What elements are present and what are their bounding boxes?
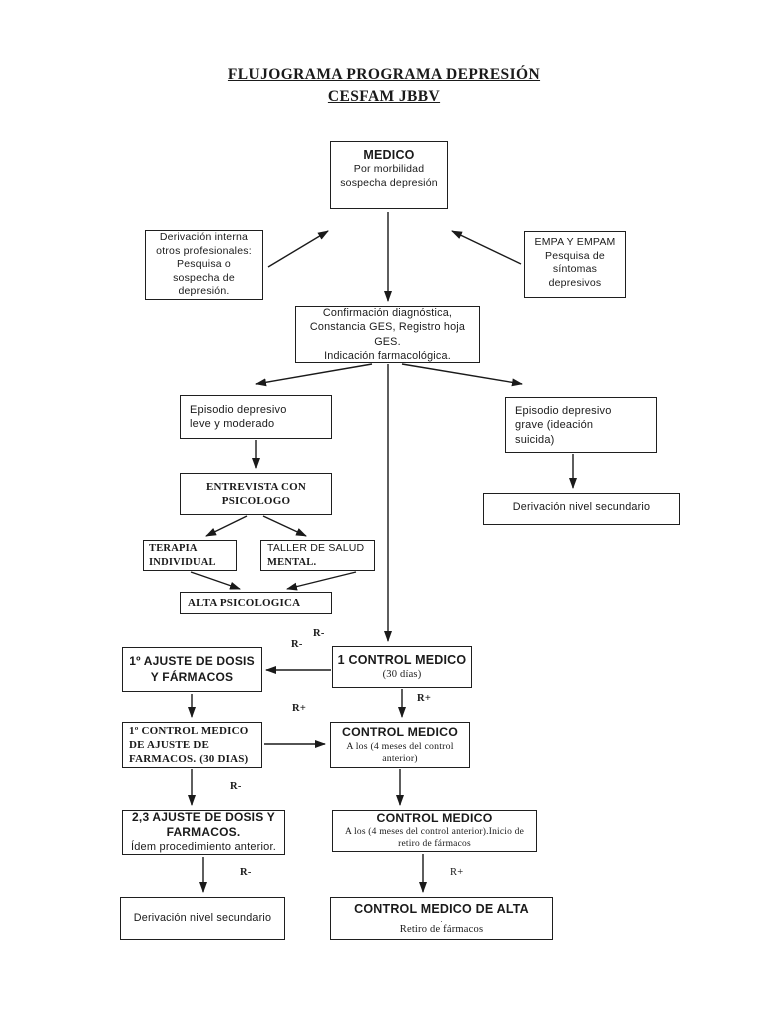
edge-label-r-plus-bottom: R+ bbox=[450, 867, 464, 878]
node-control-medico-retiro: CONTROL MEDICO A los (4 meses del contro… bbox=[332, 810, 537, 852]
node-control-alta-title: CONTROL MEDICO DE ALTA bbox=[354, 902, 529, 916]
node-episodio-leve-body: Episodio depresivo leve y moderado bbox=[190, 403, 287, 430]
node-control-ajuste-farmacos: 1º CONTROL MEDICO DE AJUSTE DE FARMACOS.… bbox=[122, 722, 262, 768]
node-episodio-leve: Episodio depresivo leve y moderado bbox=[180, 395, 332, 439]
node-derivacion-interna: Derivación interna otros profesionales: … bbox=[145, 230, 263, 300]
node-medico-body: Por morbilidad sospecha depresión bbox=[340, 163, 438, 189]
node-entrevista-body: ENTREVISTA CON PSICOLOGO bbox=[205, 480, 307, 507]
node-derivacion-secundario-inferior: Derivación nivel secundario bbox=[120, 897, 285, 940]
page-title-line2: CESFAM JBBV bbox=[327, 88, 441, 106]
node-alta-psicologica: ALTA PSICOLOGICA bbox=[180, 592, 332, 614]
node-episodio-grave-body: Episodio depresivo grave (ideación suici… bbox=[515, 405, 612, 446]
edge-label-r-minus-upper-left: R- bbox=[291, 639, 303, 650]
node-empa-empam: EMPA Y EMPAM Pesquisa de síntomas depres… bbox=[524, 231, 626, 298]
arrow-confirmacion-to-episodio-grave bbox=[401, 363, 523, 387]
node-entrevista-psicologo: ENTREVISTA CON PSICOLOGO bbox=[180, 473, 332, 515]
edge-label-r-plus-mid-right: R+ bbox=[417, 693, 432, 704]
node-alta-psicologica-body: ALTA PSICOLOGICA bbox=[188, 596, 301, 609]
node-control1-title: 1 CONTROL MEDICO bbox=[337, 653, 467, 668]
node-control-medico-1: 1 CONTROL MEDICO (30 días) bbox=[332, 646, 472, 688]
node-control-medico-alta: CONTROL MEDICO DE ALTA . Retiro de fárma… bbox=[330, 897, 553, 940]
node-ajuste1-dosis-farmacos: 1º AJUSTE DE DOSIS Y FÁRMACOS bbox=[122, 647, 262, 692]
node-terapia-body: TERAPIA INDIVIDUAL bbox=[149, 543, 216, 568]
node-confirmacion-body: Confirmación diagnóstica, Constancia GES… bbox=[309, 307, 466, 362]
arrow-empa-to-medico bbox=[451, 230, 522, 265]
arrow-taller-to-alta bbox=[286, 571, 357, 591]
node-derivacion-secundario-inferior-body: Derivación nivel secundario bbox=[133, 912, 272, 925]
node-control-medico-4-meses: CONTROL MEDICO A los (4 meses del contro… bbox=[330, 722, 470, 768]
node-taller-salud-mental: TALLER DE SALUD MENTAL. bbox=[260, 540, 375, 571]
node-terapia-individual: TERAPIA INDIVIDUAL bbox=[143, 540, 237, 571]
node-control-alta-dot: . bbox=[440, 915, 443, 925]
node-control-ajuste-body: 1º CONTROL MEDICO DE AJUSTE DE FARMACOS.… bbox=[129, 724, 249, 766]
page-title: FLUJOGRAMA PROGRAMA DEPRESIÓN CESFAM JBB… bbox=[0, 64, 768, 109]
node-taller-line2: MENTAL. bbox=[267, 556, 317, 568]
edge-label-r-minus-upper-right: R- bbox=[313, 628, 325, 639]
node-ajuste23-sub: Ídem procedimiento anterior. bbox=[130, 841, 276, 854]
page-title-line1: FLUJOGRAMA PROGRAMA DEPRESIÓN bbox=[227, 66, 541, 83]
node-episodio-grave: Episodio depresivo grave (ideación suici… bbox=[505, 397, 657, 453]
node-derivacion-interna-body: Derivación interna otros profesionales: … bbox=[156, 230, 252, 298]
node-control1-sub: (30 días) bbox=[382, 669, 422, 681]
node-confirmacion-diagnostica: Confirmación diagnóstica, Constancia GES… bbox=[295, 306, 480, 363]
node-control-4m-title: CONTROL MEDICO bbox=[342, 725, 458, 740]
node-derivacion-secundario-superior-body: Derivación nivel secundario bbox=[512, 500, 651, 513]
node-control-retiro-sub: A los (4 meses del control anterior).Ini… bbox=[344, 827, 525, 849]
node-medico-title: MEDICO bbox=[363, 148, 415, 162]
arrow-entrevista-to-taller bbox=[262, 515, 307, 537]
edge-label-r-plus-mid-left: R+ bbox=[292, 703, 307, 714]
node-ajuste1-body: 1º AJUSTE DE DOSIS Y FÁRMACOS bbox=[129, 653, 255, 684]
arrow-derivacion-interna-to-medico bbox=[267, 230, 329, 268]
node-control-alta-sub: Retiro de fármacos bbox=[399, 923, 484, 935]
node-empa-empam-body: EMPA Y EMPAM Pesquisa de síntomas depres… bbox=[534, 236, 616, 289]
node-taller-line1: TALLER DE SALUD bbox=[267, 542, 365, 555]
edge-label-r-minus-bottom: R- bbox=[240, 867, 252, 878]
arrow-entrevista-to-terapia bbox=[205, 515, 248, 537]
node-derivacion-secundario-superior: Derivación nivel secundario bbox=[483, 493, 680, 525]
node-ajuste-2-3-dosis: 2,3 AJUSTE DE DOSIS Y FARMACOS. Ídem pro… bbox=[122, 810, 285, 855]
node-medico: MEDICO Por morbilidad sospecha depresión bbox=[330, 141, 448, 209]
arrow-terapia-to-alta bbox=[190, 571, 241, 590]
node-control-retiro-title: CONTROL MEDICO bbox=[376, 811, 493, 826]
node-control-4m-sub: A los (4 meses del control anterior) bbox=[346, 741, 454, 764]
edge-label-r-minus-mid: R- bbox=[230, 781, 242, 792]
arrow-confirmacion-to-episodio-leve bbox=[255, 363, 373, 387]
node-ajuste23-title: 2,3 AJUSTE DE DOSIS Y FARMACOS. bbox=[132, 810, 275, 840]
